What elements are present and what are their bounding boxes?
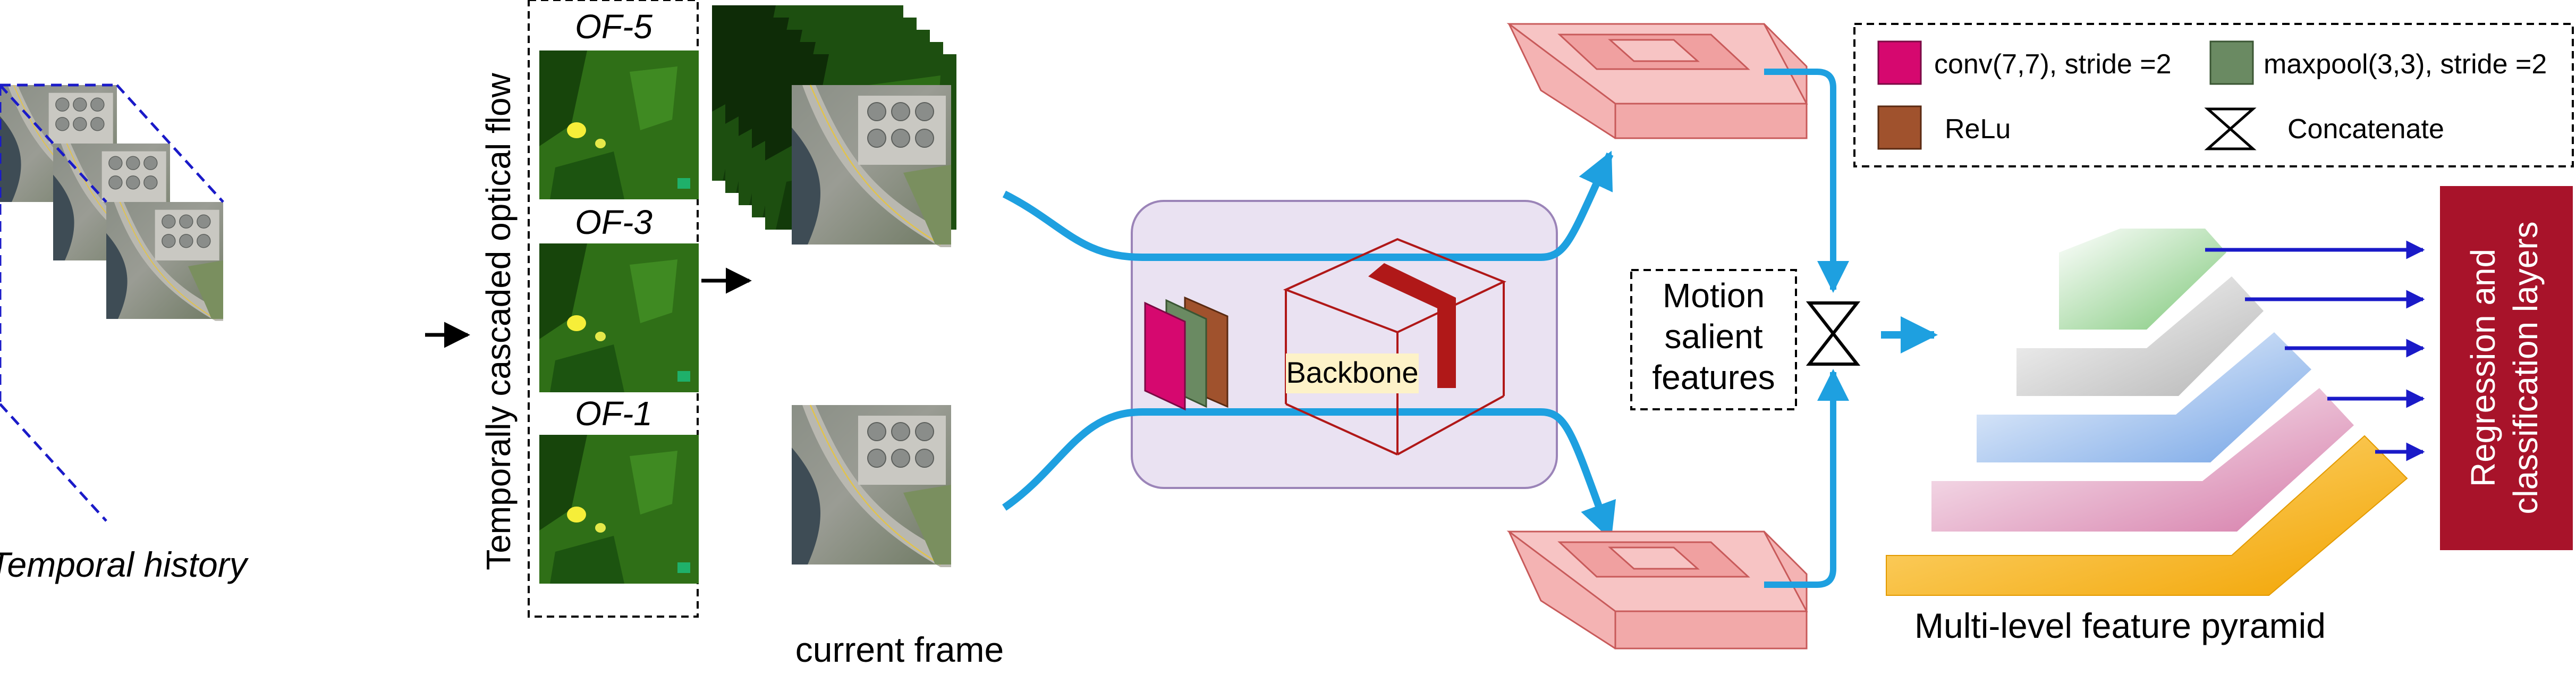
temporal-history-label: Temporal history: [0, 545, 249, 584]
regression-label-1: Regression and: [2464, 249, 2502, 487]
regression-label-2: classification layers: [2506, 221, 2545, 514]
legend-conv-swatch: [1877, 40, 1922, 85]
pyramid-level-blue: [1977, 332, 2311, 462]
legend-concat-label: Concatenate: [2287, 114, 2444, 145]
legend-relu-swatch: [1877, 105, 1922, 150]
backbone-box: [1131, 200, 1558, 489]
legend-concat-icon: [2204, 107, 2257, 150]
legend-maxpool-swatch: [2209, 40, 2254, 85]
of3-label: OF-3: [575, 203, 653, 241]
concatenate-icon: [1806, 301, 1861, 366]
motion-label-2: salient: [1665, 317, 1763, 356]
motion-label-1: Motion: [1663, 276, 1765, 315]
pyramid-label: Multi-level feature pyramid: [1914, 606, 2326, 645]
current-frame-top: [791, 84, 952, 248]
backbone-label: Backbone: [1286, 356, 1418, 389]
cascaded-flow-label: Temporally cascaded optical flow: [479, 72, 518, 570]
cyan-path-bottom: [1002, 408, 1616, 541]
pyramid-arrows: [2205, 240, 2425, 461]
of1-label: OF-1: [575, 394, 653, 433]
motion-salient-box: [1630, 269, 1797, 410]
legend-maxpool-label: maxpool(3,3), stride =2: [2264, 49, 2547, 80]
cyan-path-top: [1002, 150, 1614, 261]
pyramid-level-gray: [2016, 276, 2264, 396]
of3-image: [539, 243, 699, 392]
current-frame-label: current frame: [795, 630, 1004, 669]
feature-block-top: [1506, 23, 1808, 139]
feature-pyramid: [1886, 229, 2408, 596]
temporal-history-stack: [0, 83, 224, 522]
regression-box: [2440, 186, 2573, 550]
conv-block: [1144, 301, 1186, 411]
current-frame-bottom: [791, 404, 952, 568]
of5-image: [539, 50, 699, 199]
backbone-red-bar: [1368, 263, 1456, 388]
legend-conv-label: conv(7,7), stride =2: [1934, 49, 2172, 80]
cyan-path-to-concat-top: [1764, 69, 1849, 293]
feature-block-bottom: [1506, 530, 1808, 650]
motion-label-3: features: [1652, 358, 1775, 397]
pyramid-level-green: [2059, 229, 2226, 330]
cyan-path-to-concat-bottom: [1764, 369, 1849, 588]
backbone-label-bg: [1286, 353, 1419, 393]
pyramid-level-orange: [1886, 435, 2408, 596]
legend-relu-label: ReLu: [1945, 114, 2011, 145]
of1-image: [539, 435, 699, 584]
layer-blocks: [1144, 296, 1228, 411]
of5-label: OF-5: [575, 7, 653, 46]
pyramid-level-pink: [1931, 388, 2354, 532]
